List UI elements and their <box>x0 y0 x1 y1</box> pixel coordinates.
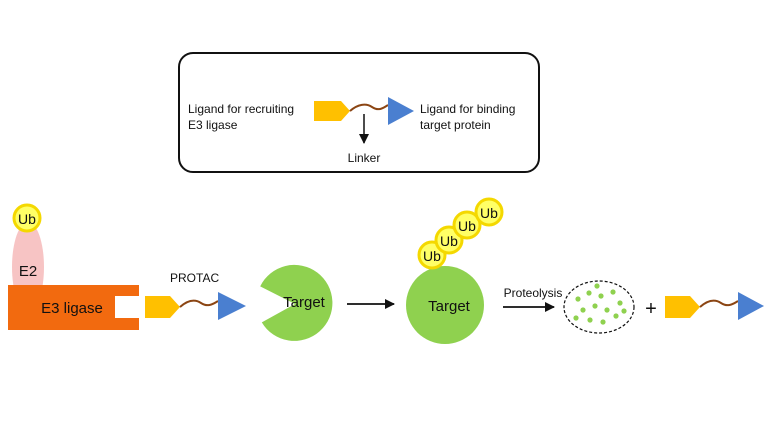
fragment-dot <box>580 307 586 313</box>
fragment-dot <box>621 308 627 314</box>
fragment-dot <box>617 300 623 306</box>
target-with-pocket: Target <box>260 264 333 341</box>
protac-target-ligand <box>218 292 246 320</box>
fragment-dot <box>575 296 581 302</box>
fragment-dot <box>592 303 598 309</box>
legend-target-ligand-shape <box>388 97 414 125</box>
e2-label: E2 <box>19 263 37 280</box>
ubiquitin-4-label: Ub <box>480 205 498 221</box>
protac-molecule: PROTAC <box>145 271 246 320</box>
ubiquitin-4 <box>474 197 504 227</box>
legend-linker-line <box>349 103 389 112</box>
recycled-e3-ligand <box>665 296 700 318</box>
fragment-dot <box>587 317 593 323</box>
linker-label: Linker <box>348 151 381 165</box>
fragment-dot <box>610 289 616 295</box>
fragment-dot <box>598 293 604 299</box>
e3-complex: E2 Ub E3 ligase <box>8 203 139 330</box>
e3-ligand-label-line1: Ligand for recruiting <box>188 102 294 116</box>
target-label-2: Target <box>428 298 471 315</box>
recycled-protac <box>665 292 764 320</box>
fragment-dot <box>594 283 600 289</box>
fragment-dot <box>573 315 579 321</box>
protac-e3-ligand <box>145 296 180 318</box>
e3-ligand-label-line2: E3 ligase <box>188 118 238 132</box>
target-protein-ubiquitinated <box>406 266 484 344</box>
fragment-dot <box>586 290 592 296</box>
ubiquitinated-target: Target Ub Ub Ub Ub <box>406 197 504 344</box>
recycled-linker <box>699 299 739 308</box>
ubiquitin-3 <box>452 210 482 240</box>
fragment-dot <box>604 307 610 313</box>
protac-linker <box>179 299 219 308</box>
target-protein-pocket <box>260 264 333 341</box>
proteasome-outline <box>563 280 635 334</box>
e3-ligase-label: E3 ligase <box>41 300 103 317</box>
target-ligand-label-line2: target protein <box>420 118 491 132</box>
recycled-target-ligand <box>738 292 764 320</box>
e2-ubiquitin <box>12 203 42 233</box>
e2-ubiquitin-label: Ub <box>18 211 36 227</box>
fragment-dot <box>600 319 606 325</box>
plus-sign: + <box>645 298 657 320</box>
degraded-fragments <box>563 280 635 334</box>
ubiquitin-2-label: Ub <box>440 233 458 249</box>
proteolysis-label: Proteolysis <box>504 286 563 300</box>
target-label-1: Target <box>283 294 326 311</box>
e3-ligase <box>8 285 139 330</box>
ubiquitin-3-label: Ub <box>458 218 476 234</box>
legend-frame <box>178 52 540 173</box>
fragment-dot <box>613 313 619 319</box>
target-ligand-label-line1: Ligand for binding <box>420 102 515 116</box>
ubiquitin-1-label: Ub <box>423 248 441 264</box>
legend-e3-ligand-shape <box>314 101 350 121</box>
protac-label: PROTAC <box>170 271 219 285</box>
legend-box: Ligand for recruiting E3 ligase Linker L… <box>178 52 540 173</box>
